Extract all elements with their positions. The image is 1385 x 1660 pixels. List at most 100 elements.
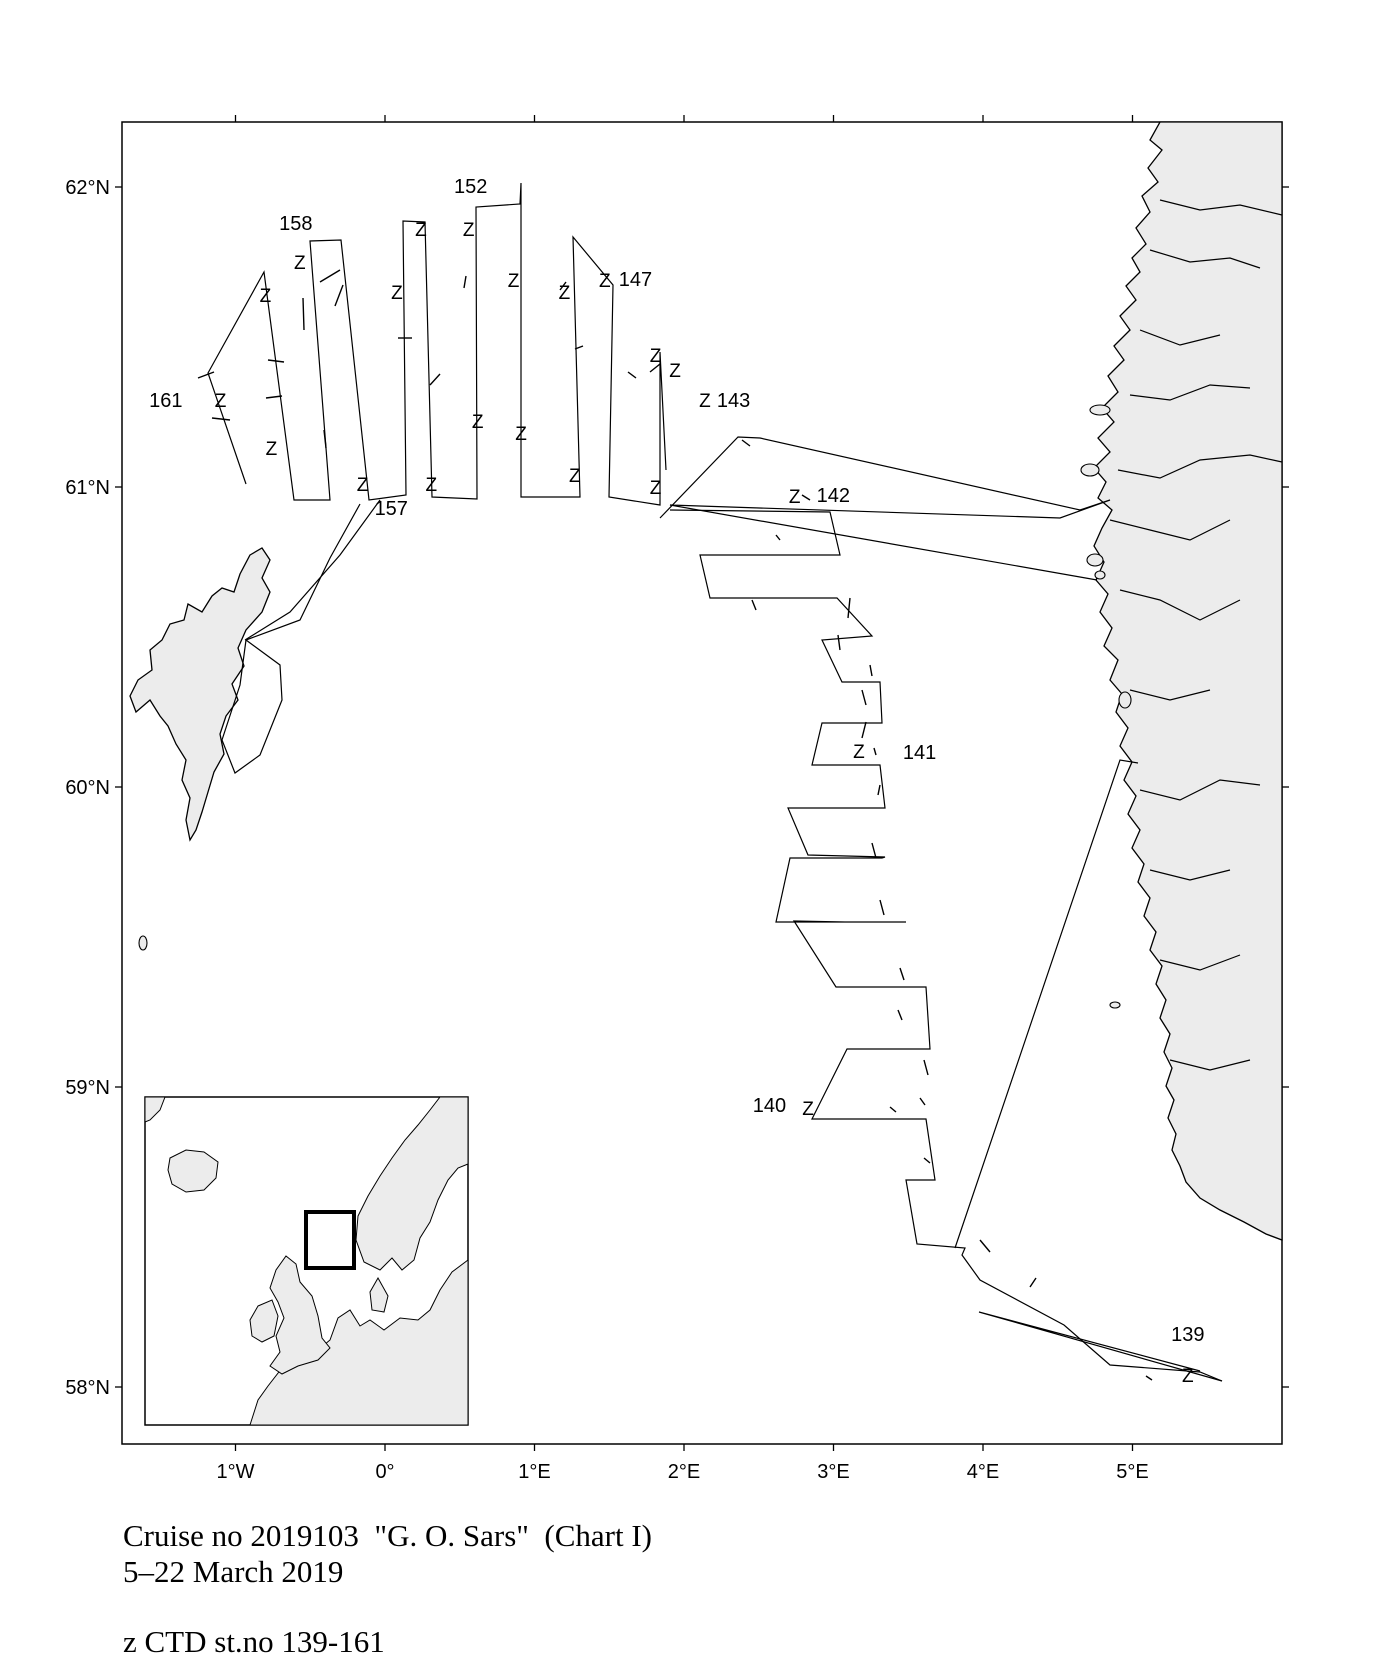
cruise-track-segment bbox=[669, 504, 1098, 581]
inset-study-area-box bbox=[304, 1210, 356, 1270]
inset-iceland bbox=[167, 1149, 219, 1193]
cruise-track-segment bbox=[978, 1311, 1223, 1382]
overview-inset-map bbox=[144, 1096, 469, 1426]
lon-tick-label: 1°E bbox=[518, 1461, 550, 1483]
track-tick bbox=[899, 967, 905, 981]
track-tick bbox=[429, 373, 441, 386]
ctd-marker: Z bbox=[415, 220, 427, 241]
track-tick bbox=[319, 269, 341, 283]
ctd-marker: Z bbox=[472, 412, 484, 433]
ctd-marker: Z bbox=[357, 475, 369, 496]
inset-scandinavia bbox=[355, 1096, 469, 1271]
inset-great-britain bbox=[269, 1255, 331, 1375]
track-tick bbox=[923, 1157, 931, 1164]
track-tick bbox=[1145, 1375, 1153, 1381]
ctd-station-label: 143 bbox=[717, 390, 750, 412]
ctd-marker: Z bbox=[1182, 1366, 1194, 1387]
track-tick bbox=[197, 371, 215, 379]
track-tick bbox=[861, 689, 867, 706]
caption-cruise-line: Cruise no 2019103 "G. O. Sars" (Chart I) bbox=[123, 1518, 652, 1553]
ctd-marker: Z bbox=[266, 439, 278, 460]
cruise-track-segment bbox=[207, 182, 667, 506]
track-tick bbox=[923, 1059, 929, 1076]
track-tick bbox=[897, 1009, 903, 1021]
lon-tick-label: 0° bbox=[375, 1461, 394, 1483]
track-tick bbox=[847, 597, 851, 619]
ctd-marker: Z bbox=[391, 283, 403, 304]
track-tick bbox=[265, 395, 283, 399]
cruise-track-segment bbox=[245, 503, 361, 641]
shetland-islands bbox=[129, 547, 271, 842]
lon-tick-label: 4°E bbox=[967, 1461, 999, 1483]
ctd-marker: Z bbox=[508, 271, 520, 292]
ctd-station-label: 147 bbox=[619, 269, 652, 291]
inset-baltic-coast bbox=[249, 1259, 469, 1426]
track-tick bbox=[741, 439, 751, 447]
track-tick bbox=[889, 1106, 897, 1113]
track-tick bbox=[775, 534, 781, 541]
track-tick bbox=[649, 363, 661, 373]
ctd-station-label: 139 bbox=[1171, 1324, 1204, 1346]
lat-tick-label: 60°N bbox=[65, 777, 110, 799]
ctd-marker: Z bbox=[463, 220, 475, 241]
cruise-track-layer bbox=[197, 182, 1223, 1382]
track-tick bbox=[1029, 1277, 1037, 1288]
ctd-station-label: 157 bbox=[375, 498, 408, 520]
cruise-track-segment bbox=[659, 436, 1111, 519]
ctd-marker: Z bbox=[699, 391, 711, 412]
track-tick bbox=[871, 842, 877, 859]
inset-greenland-corner bbox=[144, 1096, 166, 1123]
track-tick bbox=[873, 747, 877, 756]
lat-tick-label: 58°N bbox=[65, 1377, 110, 1399]
ctd-marker: Z bbox=[294, 253, 306, 274]
ctd-marker: Z bbox=[569, 466, 581, 487]
inset-ireland bbox=[249, 1299, 279, 1343]
track-tick bbox=[627, 371, 637, 379]
track-tick bbox=[334, 284, 344, 307]
track-tick bbox=[323, 429, 327, 449]
norway-coastline bbox=[1093, 121, 1283, 1241]
ctd-station-label: 140 bbox=[753, 1095, 786, 1117]
ctd-station-label: 142 bbox=[817, 485, 850, 507]
cruise-track-segment bbox=[221, 639, 283, 774]
lat-tick-label: 59°N bbox=[65, 1077, 110, 1099]
lon-tick-label: 2°E bbox=[668, 1461, 700, 1483]
lon-tick-label: 5°E bbox=[1116, 1461, 1148, 1483]
track-tick bbox=[879, 899, 885, 916]
track-tick bbox=[751, 599, 757, 611]
track-tick bbox=[267, 359, 285, 363]
inset-jutland bbox=[369, 1276, 389, 1313]
ctd-station-label: 152 bbox=[454, 176, 487, 198]
track-tick bbox=[877, 784, 881, 796]
fjord-lines bbox=[1109, 199, 1283, 1071]
ctd-marker: Z bbox=[853, 742, 865, 763]
cruise-track-segment bbox=[669, 509, 1223, 1382]
track-tick bbox=[979, 1239, 991, 1253]
track-tick bbox=[919, 1097, 926, 1106]
track-tick bbox=[801, 494, 811, 501]
ctd-marker: Z bbox=[515, 424, 527, 445]
cruise-track-segment bbox=[244, 499, 381, 641]
track-tick bbox=[574, 345, 584, 350]
track-tick bbox=[837, 634, 841, 651]
caption-date-line: 5–22 March 2019 bbox=[123, 1554, 344, 1589]
fair-isle bbox=[138, 935, 148, 951]
ctd-station-label: 141 bbox=[903, 742, 936, 764]
ctd-marker: Z bbox=[669, 361, 681, 382]
ctd-marker: Z bbox=[789, 487, 801, 508]
lat-tick-label: 62°N bbox=[65, 177, 110, 199]
ctd-marker: Z bbox=[426, 475, 438, 496]
track-tick bbox=[211, 417, 231, 421]
ctd-station-label: 161 bbox=[149, 390, 182, 412]
ctd-marker: Z bbox=[599, 271, 611, 292]
ctd-marker: Z bbox=[650, 478, 662, 499]
coastal-islands bbox=[1080, 404, 1132, 1009]
lat-tick-label: 61°N bbox=[65, 477, 110, 499]
ctd-marker: Z bbox=[650, 346, 662, 367]
ctd-marker: Z bbox=[802, 1099, 814, 1120]
cruise-track-segment bbox=[954, 759, 1139, 1249]
track-tick bbox=[559, 281, 567, 291]
